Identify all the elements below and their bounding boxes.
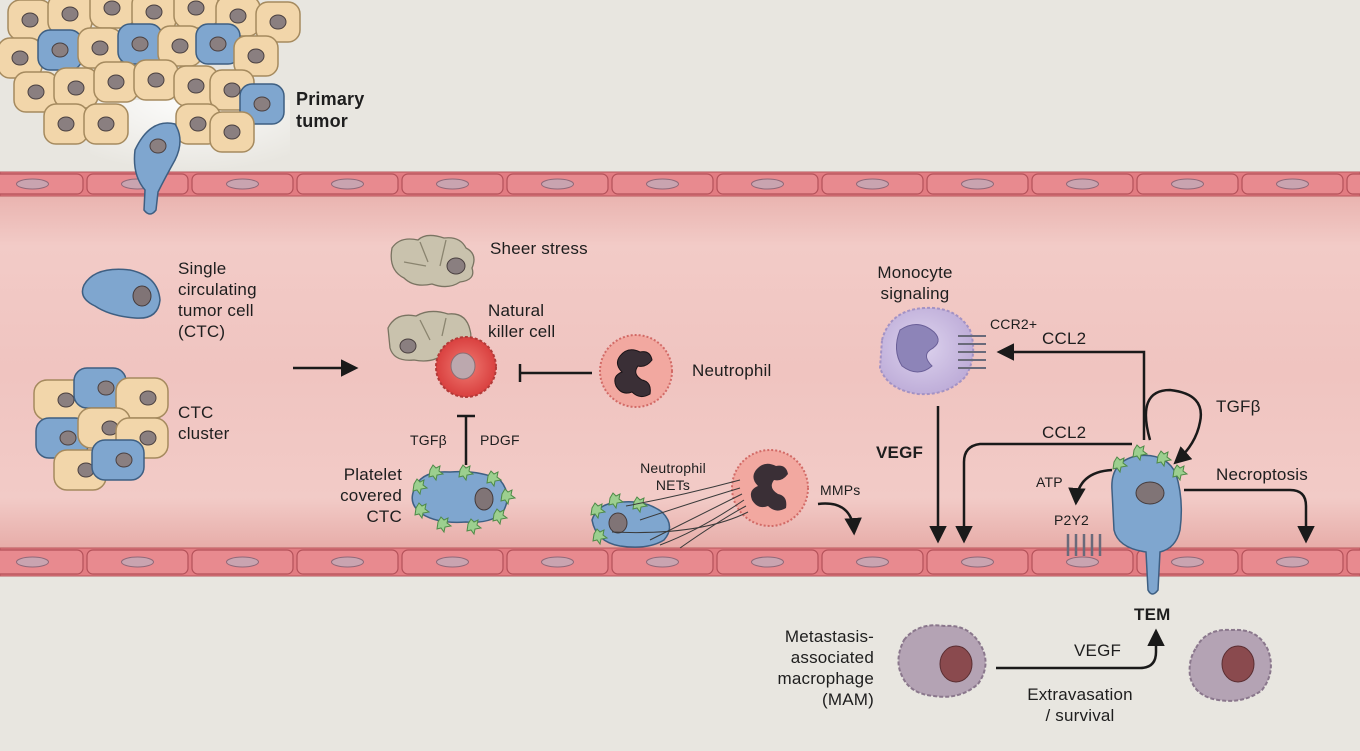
- ccl2-top-label: CCL2: [1042, 329, 1087, 348]
- sheer-stress-label: Sheer stress: [490, 239, 588, 258]
- ccl2-top-arrow: [996, 343, 1146, 440]
- natural-killer-label: Natural killer cell: [488, 301, 556, 341]
- primary-tumor-label: Primary tumor: [296, 89, 365, 131]
- single-ctc-nucleus: [132, 285, 152, 307]
- mmps-arrow: [817, 502, 862, 536]
- vegf-extravasation-arrow: [996, 628, 1165, 670]
- extravasation-label: Extravasation / survival: [1027, 685, 1133, 725]
- p2y2-label: P2Y2: [1054, 512, 1090, 528]
- ctc-cluster-cells: [33, 367, 169, 491]
- neutrophil-icon: [599, 334, 673, 408]
- monocyte-signaling-label: Monocyte signaling: [877, 263, 953, 303]
- natural-killer-cell-icon: [435, 336, 497, 398]
- necroptosis-label: Necroptosis: [1216, 465, 1308, 484]
- sheer-stress-cell: [390, 234, 475, 288]
- vessel-wall-top: [0, 171, 1360, 197]
- tgfb-loop-arrow: [1144, 388, 1203, 465]
- tgfb-right-label: TGFβ: [1216, 397, 1261, 416]
- invading-tumor-cell: [133, 122, 181, 215]
- single-ctc-label: Single circulating tumor cell (CTC): [178, 259, 257, 341]
- tem-label: TEM: [1134, 605, 1171, 624]
- ccl2-mid-label: CCL2: [1042, 423, 1087, 442]
- mmps-label: MMPs: [820, 482, 861, 498]
- p2y2-receptor-icon: [1066, 534, 1102, 556]
- invading-cell-nucleus: [149, 138, 167, 154]
- ccl2-mid-arrow: [955, 442, 1132, 544]
- vessel-wall-bottom: [0, 547, 1360, 577]
- mam-label: Metastasis- associated macrophage (MAM): [777, 627, 874, 709]
- tem-tumor-cell-icon: [1111, 444, 1189, 595]
- tgfb-left-label: TGFβ: [410, 432, 447, 448]
- atp-arrow: [1068, 468, 1113, 506]
- atp-label: ATP: [1036, 474, 1063, 490]
- ccr2-label: CCR2+: [990, 316, 1038, 332]
- platelet-covered-ctc-icon: [411, 464, 517, 536]
- pdgf-label: PDGF: [480, 432, 520, 448]
- ctc-cluster-label: CTC cluster: [178, 403, 230, 443]
- neutrophil-nets-label: Neutrophil NETs: [640, 460, 706, 493]
- necroptosis-arrow: [1184, 488, 1315, 544]
- neutrophil-nets-icon: [590, 449, 809, 549]
- vegf-left-label: VEGF: [876, 443, 924, 462]
- macrophage-icon: [1188, 628, 1272, 702]
- platelet-ctc-label: Platelet covered CTC: [340, 465, 402, 526]
- primary-tumor-cells: [0, 0, 301, 153]
- vegf-bottom-label: VEGF: [1074, 641, 1122, 660]
- monocyte-icon: [878, 306, 986, 396]
- neutrophil-label: Neutrophil: [692, 361, 772, 380]
- mam-macrophage-icon: [897, 624, 987, 698]
